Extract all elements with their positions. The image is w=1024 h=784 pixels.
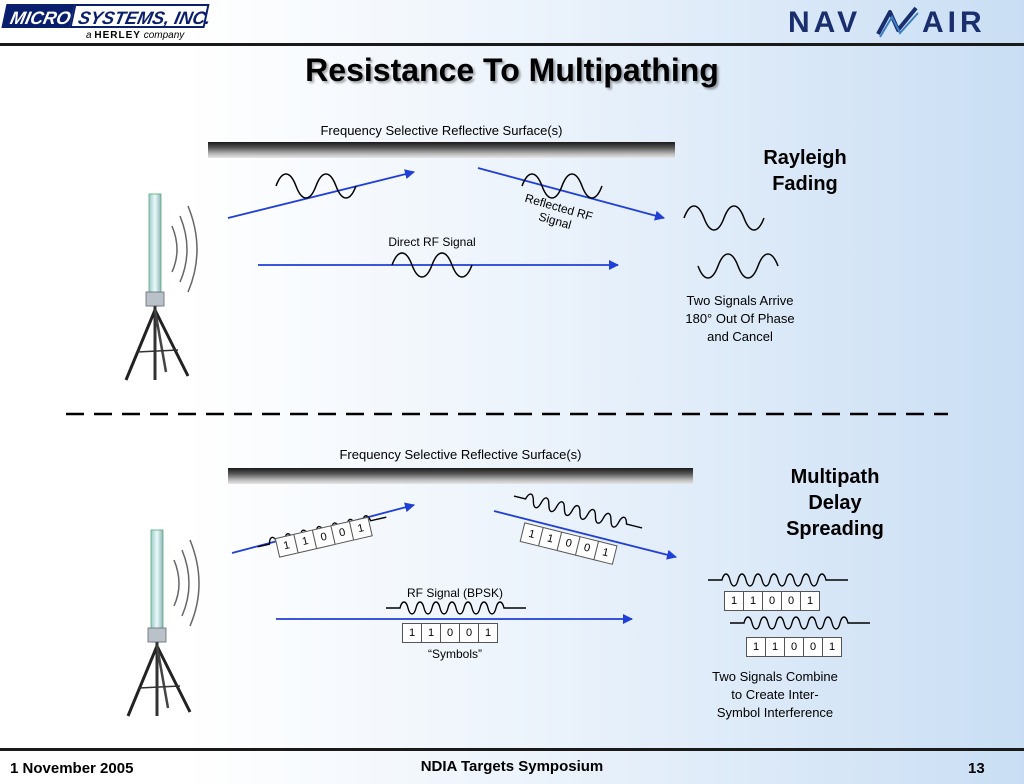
reflected-wave-icon — [521, 173, 603, 199]
surface-label-bottom: Frequency Selective Reflective Surface(s… — [339, 447, 582, 462]
micro-systems-logo: MICRO SYSTEMS, INC. a HERLEY company — [1, 2, 213, 44]
symbol-bit: 1 — [746, 637, 766, 657]
symbol-bit: 1 — [822, 637, 842, 657]
logo-sub-a: a — [86, 30, 92, 41]
rf-signal-label: RF Signal (BPSK) — [406, 586, 504, 600]
symbol-bit: 1 — [478, 623, 498, 643]
incident-wave-icon — [275, 173, 357, 199]
isi-caption-line-1: Two Signals Combine — [712, 669, 838, 684]
multipath-heading-line-2: Delay — [808, 492, 862, 514]
navair-logo: NAV AIR — [780, 2, 995, 42]
reflected-ray-bottom — [493, 510, 677, 560]
antenna-tripod-bottom — [126, 529, 192, 717]
footer-date: 1 November 2005 — [10, 760, 134, 777]
symbol-bit: 0 — [762, 591, 782, 611]
rayleigh-caption: Two Signals Arrive 180° Out Of Phase and… — [660, 292, 820, 346]
surface-label-top: Frequency Selective Reflective Surface(s… — [320, 123, 563, 138]
rayleigh-heading-line-2: Fading — [772, 173, 838, 195]
logo-herley-tagline: a HERLEY company — [86, 30, 184, 41]
bpsk-wave-received-b-icon — [730, 616, 870, 630]
symbol-bit: 1 — [743, 591, 763, 611]
multipath-heading-line-3: Spreading — [786, 518, 884, 540]
footer-page-number: 13 — [968, 760, 985, 777]
direct-wave-icon — [391, 252, 473, 278]
radio-waves-icon-top — [171, 205, 198, 293]
logo-sub-brand: HERLEY — [94, 30, 141, 41]
multipath-heading-line-1: Multipath — [790, 466, 880, 488]
multipath-heading: Multipath Delay Spreading — [760, 464, 910, 542]
symbol-bit: 1 — [421, 623, 441, 643]
footer-event: NDIA Targets Symposium — [420, 758, 604, 775]
direct-signal-label: Direct RF Signal — [388, 235, 476, 249]
reflective-surface-top — [208, 142, 675, 158]
slide-title: Resistance To Multipathing — [305, 52, 719, 88]
radio-waves-icon-bottom — [173, 539, 200, 627]
symbol-bit: 1 — [765, 637, 785, 657]
symbol-bit: 0 — [459, 623, 479, 643]
isi-caption-line-3: Symbol Interference — [716, 705, 834, 720]
symbol-bit: 1 — [402, 623, 422, 643]
symbol-bit: 0 — [803, 637, 823, 657]
symbol-bit: 0 — [784, 637, 804, 657]
bpsk-wave-reflected-icon — [513, 493, 643, 529]
rayleigh-caption-line-3: and Cancel — [707, 329, 773, 344]
navair-wing-icon — [876, 6, 919, 38]
antenna-tripod-top — [124, 193, 190, 381]
phase-wave-a-icon — [683, 205, 765, 231]
isi-caption: Two Signals Combine to Create Inter- Sym… — [690, 668, 860, 722]
symbol-boxes-direct: 1 1 0 0 1 — [402, 623, 498, 643]
logo-sub-company: company — [143, 30, 185, 41]
header-rule — [0, 43, 1024, 46]
bpsk-wave-received-a-icon — [708, 573, 848, 587]
symbol-bit: 0 — [440, 623, 460, 643]
reflective-surface-bottom — [228, 468, 693, 484]
rayleigh-caption-line-1: Two Signals Arrive — [686, 293, 794, 308]
symbol-bit: 1 — [724, 591, 744, 611]
incident-ray-top — [227, 169, 415, 219]
reflected-ray-top — [477, 167, 665, 221]
footer-rule — [0, 748, 1024, 751]
symbols-label: “Symbols” — [427, 647, 482, 661]
symbol-bit: 0 — [781, 591, 801, 611]
isi-caption-line-2: to Create Inter- — [731, 687, 819, 702]
logo-air-text: AIR — [922, 6, 986, 39]
symbol-bit: 1 — [800, 591, 820, 611]
rayleigh-caption-line-2: 180° Out Of Phase — [685, 311, 795, 326]
symbol-boxes-received-a: 1 1 0 0 1 — [724, 591, 820, 611]
bpsk-wave-direct-icon — [386, 601, 526, 615]
logo-nav-text: NAV — [788, 6, 862, 39]
symbol-boxes-received-b: 1 1 0 0 1 — [746, 637, 842, 657]
rayleigh-heading-line-1: Rayleigh — [763, 147, 847, 169]
rayleigh-fading-heading: Rayleigh Fading — [730, 145, 880, 197]
phase-wave-b-icon — [697, 253, 779, 279]
